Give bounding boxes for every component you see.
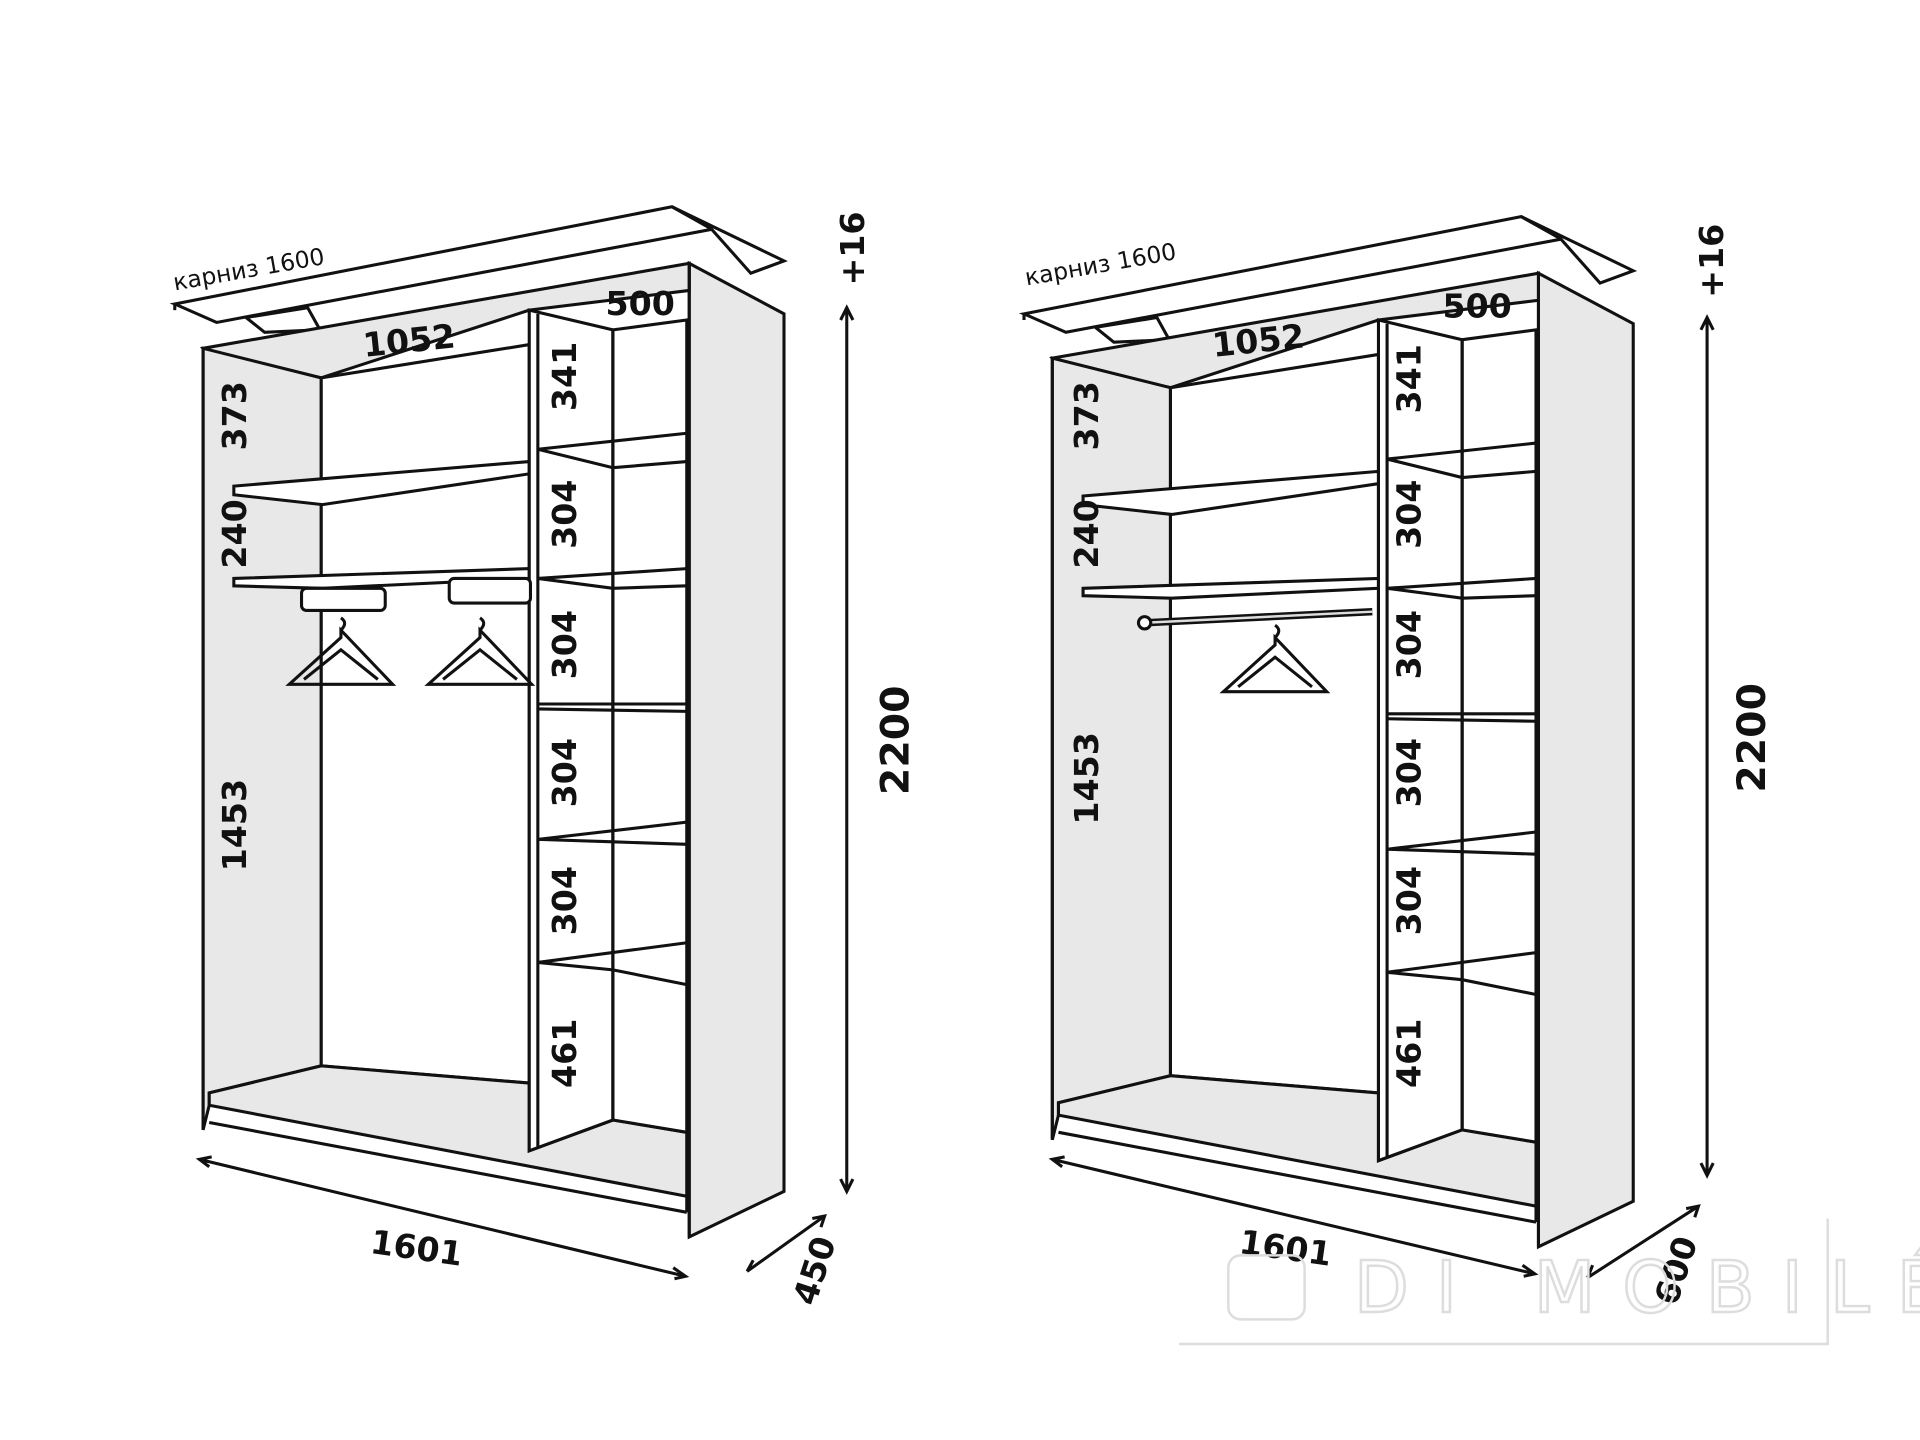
height-label: 2200 <box>872 685 918 795</box>
wardrobe-left: карниз 1600 +16 1052 500 373 240 1453 34… <box>171 205 918 1310</box>
column-height-label: 461 <box>1389 1019 1428 1088</box>
column-height-label: 304 <box>1389 610 1428 679</box>
column-height-label: 461 <box>545 1019 584 1088</box>
inner-width-label: 1052 <box>1210 316 1306 364</box>
wardrobe-right: карниз 1600 +16 1052 500 373 240 1453 34… <box>1022 215 1775 1310</box>
left-height-label: 373 <box>215 381 254 450</box>
width-label: 1601 <box>368 1222 465 1273</box>
plus-label: +16 <box>833 211 872 285</box>
column-height-label: 341 <box>1389 344 1428 413</box>
left-height-label: 1453 <box>215 779 254 871</box>
dimension-arrows <box>195 304 855 1281</box>
left-height-label: 373 <box>1067 381 1106 450</box>
left-height-label: 240 <box>1067 499 1106 568</box>
left-height-label: 240 <box>215 499 254 568</box>
watermark-text: DI MOBILÉ <box>1354 1246 1920 1329</box>
left-height-label: 1453 <box>1067 732 1106 824</box>
width-label: 1601 <box>1237 1222 1334 1273</box>
pull-out-hanger-rails <box>287 576 534 686</box>
inner-width-label: 1052 <box>361 316 457 364</box>
column-height-label: 304 <box>545 480 584 549</box>
depth-label: 450 <box>785 1232 844 1310</box>
column-height-label: 304 <box>545 610 584 679</box>
column-depth-label: 500 <box>1442 287 1511 326</box>
column-height-label: 304 <box>1389 738 1428 807</box>
sofa-logo-icon <box>1227 1254 1306 1321</box>
column-depth-label: 500 <box>606 284 675 323</box>
height-label: 2200 <box>1729 683 1775 793</box>
column-height-label: 304 <box>545 866 584 935</box>
plus-label: +16 <box>1692 224 1731 298</box>
column-height-label: 304 <box>1389 866 1428 935</box>
watermark: DI MOBILÉ <box>1179 1218 1920 1346</box>
cornice-label: карниз 1600 <box>1023 237 1179 291</box>
dimension-arrows <box>1048 314 1715 1279</box>
column-height-label: 304 <box>1389 480 1428 549</box>
column-height-label: 304 <box>545 738 584 807</box>
hanging-rail <box>1136 608 1373 694</box>
column-height-label: 341 <box>545 342 584 411</box>
